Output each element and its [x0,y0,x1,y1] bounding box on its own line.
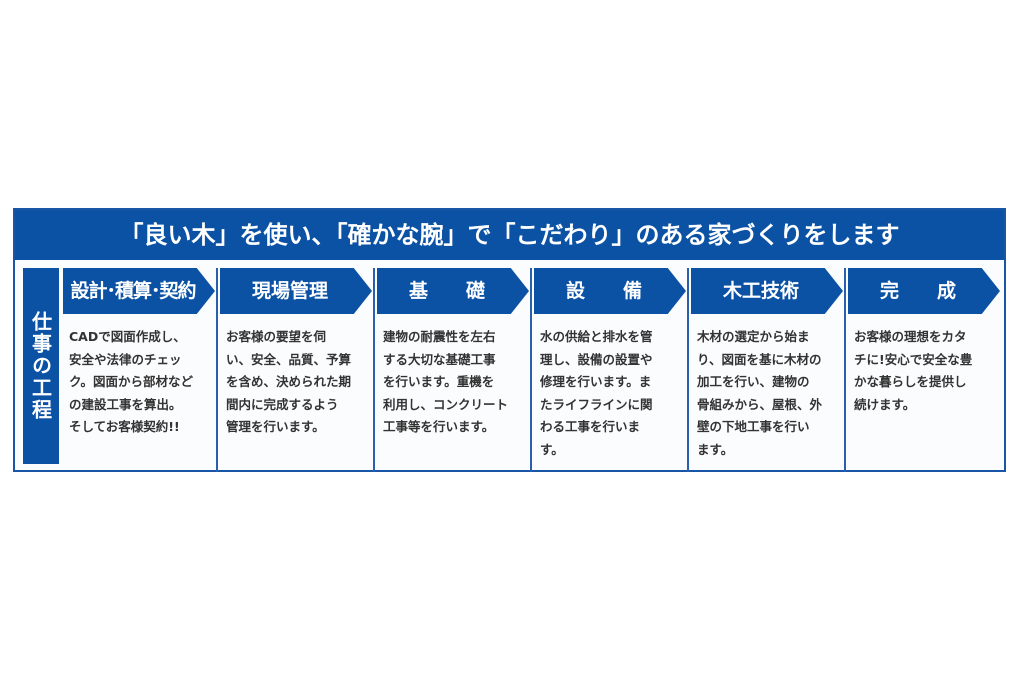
description-line: 水の供給と排水を管 [540,329,653,344]
column-divider [373,268,375,472]
step-heading-arrow: 現場管理 [220,268,372,314]
step-description: お客様の理想をカタチに!安心で安全な豊かな暮らしを提供し続けます。 [854,326,1000,416]
description-line: 利用し、コンクリート [383,396,509,412]
step-heading-arrow: 設計･積算･契約 [63,268,215,314]
description-line: わる工事を行いま [540,419,641,434]
step-heading: 基 礎 [408,280,485,302]
description-line: 骨組みから、屋根、外 [697,396,823,412]
step-heading-arrow: 木工技術 [691,268,843,314]
process-step: 現場管理お客様の要望を伺い、安全、品質、予算を含め、決められた期間内に完成するよ… [220,268,372,472]
panel-title: 「良い木」を使い、「確かな腕」で「こだわり」のある家づくりをします [15,210,1004,260]
step-heading-arrow: 完 成 [848,268,1000,314]
description-line: い、安全、品質、予算 [226,351,352,367]
description-line: チに!安心で安全な豊 [854,351,973,367]
description-line: を含め、決められた期 [226,374,352,389]
description-line: の建設工事を算出。 [69,396,182,412]
step-description: CADで図面作成し、安全や法律のチェック。図面から部材などの建設工事を算出。そし… [69,326,215,439]
step-description: お客様の要望を伺い、安全、品質、予算を含め、決められた期間内に完成するよう管理を… [226,326,372,439]
process-step: 設 備水の供給と排水を管理し、設備の設置や修理を行います。またライフラインに関わ… [534,268,686,472]
description-line: CADで図面作成し、 [69,329,186,344]
description-line: 建物の耐震性を左右 [383,329,496,344]
description-line: 理し、設備の設置や [540,351,653,367]
work-process-panel: 「良い木」を使い、「確かな腕」で「こだわり」のある家づくりをします 仕事の工程 … [13,208,1006,472]
description-line: お客様の理想をカタ [854,329,967,344]
description-line: 木材の選定から始ま [697,329,810,344]
process-step: 木工技術木材の選定から始まり、図面を基に木材の加工を行い、建物の骨組みから、屋根… [691,268,843,472]
description-line: お客様の要望を伺 [226,329,327,344]
process-step: 基 礎建物の耐震性を左右する大切な基礎工事を行います。重機を利用し、コンクリート… [377,268,529,472]
description-line: する大切な基礎工事 [383,351,496,367]
description-line: 壁の下地工事を行い [697,419,810,434]
step-heading: 設計･積算･契約 [70,280,196,302]
step-description: 建物の耐震性を左右する大切な基礎工事を行います。重機を利用し、コンクリート工事等… [383,326,529,439]
description-line: かな暮らしを提供し [854,374,967,389]
description-line: す。 [540,441,564,457]
step-heading: 設 備 [565,280,642,302]
step-description: 木材の選定から始まり、図面を基に木材の加工を行い、建物の骨組みから、屋根、外壁の… [697,326,843,461]
step-heading: 木工技術 [722,280,799,302]
column-divider [844,268,846,472]
side-label: 仕事の工程 [23,268,59,464]
step-description: 水の供給と排水を管理し、設備の設置や修理を行います。またライフラインに関わる工事… [540,326,686,461]
description-line: ク。図面から部材など [69,374,194,389]
description-line: 管理を行います。 [226,419,325,434]
step-heading-arrow: 基 礎 [377,268,529,314]
description-line: 修理を行います。ま [540,374,652,389]
step-heading: 完 成 [879,280,956,302]
column-divider [530,268,532,472]
column-divider [216,268,218,472]
description-line: たライフラインに関 [540,396,653,412]
description-line: そしてお客様契約!! [69,419,180,434]
description-line: 工事等を行います。 [383,419,495,434]
description-line: 加工を行い、建物の [697,374,810,389]
step-heading-arrow: 設 備 [534,268,686,314]
description-line: り、図面を基に木材の [697,351,822,367]
column-divider [687,268,689,472]
description-line: を行います。重機を [383,374,495,389]
process-step: 設計･積算･契約 CADで図面作成し、安全や法律のチェック。図面から部材などの建設… [63,268,215,472]
description-line: 続けます。 [854,396,916,412]
description-line: 間内に完成するよう [226,396,339,412]
process-step: 完 成お客様の理想をカタチに!安心で安全な豊かな暮らしを提供し続けます。 [848,268,1000,472]
step-heading: 現場管理 [251,280,328,302]
description-line: 安全や法律のチェッ [69,351,182,367]
description-line: ます。 [697,441,734,457]
